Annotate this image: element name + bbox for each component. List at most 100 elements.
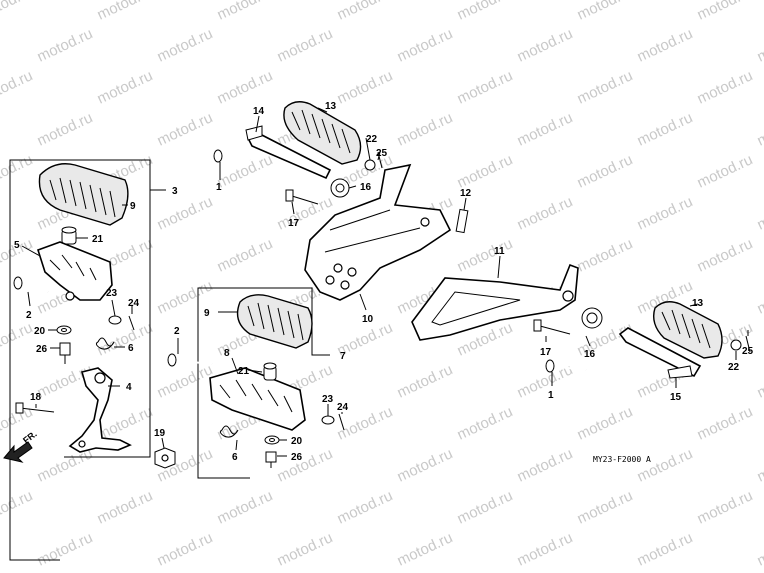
bushing-21-left	[61, 226, 77, 245]
watermark-text: motod.ru	[275, 529, 336, 569]
watermark-text: motod.ru	[455, 67, 516, 107]
spring-6-center	[219, 425, 239, 438]
watermark-text: motod.ru	[0, 0, 35, 24]
pin-1-right	[545, 359, 587, 373]
footpeg-rubber-9-left	[38, 163, 129, 226]
watermark-text: motod.ru	[395, 361, 456, 401]
watermark-text: motod.ru	[155, 109, 216, 149]
callout-17-right: 17	[540, 347, 552, 358]
footpeg-rubber-9-center	[236, 294, 313, 349]
callout-6-center: 6	[232, 452, 238, 463]
diagram-code: MY23-F2000 A	[593, 455, 651, 464]
bracket-10	[304, 163, 452, 301]
callout-9-center: 9	[204, 308, 210, 319]
watermark-text: motod.ru	[455, 487, 516, 527]
watermark-text: motod.ru	[575, 235, 636, 275]
watermark-text: motod.ru	[215, 67, 276, 107]
cotter-pin-25-upper	[377, 151, 383, 169]
watermark-text: motod.ru	[755, 193, 764, 233]
bolt-17-upper	[285, 189, 319, 205]
footrest-bar-14	[245, 125, 332, 180]
callout-8: 8	[224, 348, 230, 359]
bolt-18	[15, 402, 55, 414]
callout-20-center: 20	[291, 436, 303, 447]
watermark-text: motod.ru	[575, 151, 636, 191]
callout-21-left: 21	[92, 234, 104, 245]
watermark-text: motod.ru	[695, 487, 756, 527]
front-direction-arrow: FR.	[3, 429, 39, 463]
callout-16-upper: 16	[360, 182, 372, 193]
callout-19: 19	[154, 428, 166, 439]
watermark-text: motod.ru	[395, 109, 456, 149]
cotter-pin-24-center	[338, 413, 345, 431]
watermark-text: motod.ru	[95, 67, 156, 107]
washer-16-upper	[330, 178, 350, 198]
watermark-text: motod.ru	[515, 109, 576, 149]
watermark-text: motod.ru	[0, 67, 35, 107]
watermark-text: motod.ru	[635, 109, 696, 149]
watermark-text: motod.ru	[155, 361, 216, 401]
watermark-text: motod.ru	[755, 277, 764, 317]
watermark-text: motod.ru	[455, 0, 516, 24]
callout-17-upper: 17	[288, 218, 300, 229]
watermark-text: motod.ru	[395, 529, 456, 569]
callout-2-center: 2	[174, 326, 180, 337]
callout-5: 5	[14, 240, 20, 251]
callout-4: 4	[126, 382, 132, 393]
callout-13-upper: 13	[325, 101, 337, 112]
watermark-text: motod.ru	[755, 25, 764, 65]
pin-12	[455, 208, 469, 234]
watermark-text: motod.ru	[155, 529, 216, 569]
washer-22-right	[730, 339, 742, 351]
callout-2-left: 2	[26, 310, 32, 321]
watermark-text: motod.ru	[215, 487, 276, 527]
watermark-text: motod.ru	[395, 25, 456, 65]
callout-26-center: 26	[291, 452, 303, 463]
washer-23-left	[108, 315, 122, 325]
watermark-text: motod.ru	[575, 0, 636, 24]
callout-9-left: 9	[130, 201, 136, 212]
bolt-26-left	[59, 342, 71, 364]
washer-23-center	[321, 415, 335, 425]
callout-13-right: 13	[692, 298, 704, 309]
watermark-text: motod.ru	[575, 67, 636, 107]
leader-lines	[21, 107, 749, 457]
callout-18: 18	[30, 392, 42, 403]
callout-23-center: 23	[322, 394, 334, 405]
watermark-text: motod.ru	[515, 445, 576, 485]
watermark-text: motod.ru	[515, 529, 576, 569]
washer-20-left	[56, 325, 72, 335]
watermark-text: motod.ru	[455, 151, 516, 191]
callout-25-upper: 25	[376, 148, 388, 159]
callout-21-center: 21	[238, 366, 250, 377]
watermark-text: motod.ru	[335, 487, 396, 527]
watermark-text: motod.ru	[155, 193, 216, 233]
callout-1-upper: 1	[216, 182, 222, 193]
callout-3: 3	[172, 186, 178, 197]
watermark-text: motod.ru	[695, 151, 756, 191]
watermark-text: motod.ru	[695, 0, 756, 24]
nut-19	[154, 447, 176, 469]
watermark-text: motod.ru	[35, 529, 96, 569]
pin-1-upper	[213, 149, 251, 163]
footrest-bar-15	[618, 327, 702, 379]
watermark-text: motod.ru	[155, 25, 216, 65]
watermark-text: motod.ru	[755, 361, 764, 401]
pin-2-center	[167, 353, 213, 367]
bolt-17-right	[533, 319, 571, 335]
callout-14: 14	[253, 106, 265, 117]
callout-22-upper: 22	[366, 134, 378, 145]
watermark-text: motod.ru	[275, 25, 336, 65]
watermark-text: motod.ru	[575, 403, 636, 443]
watermark-text: motod.ru	[635, 193, 696, 233]
watermark-text: motod.ru	[215, 235, 276, 275]
watermark-text: motod.ru	[695, 67, 756, 107]
watermark-text: motod.ru	[95, 319, 156, 359]
watermark-text: motod.ru	[35, 25, 96, 65]
callout-12: 12	[460, 188, 472, 199]
watermark-text: motod.ru	[335, 67, 396, 107]
watermark-text: motod.ru	[95, 0, 156, 24]
watermark-text: motod.ru	[515, 193, 576, 233]
callout-6-left: 6	[128, 343, 134, 354]
